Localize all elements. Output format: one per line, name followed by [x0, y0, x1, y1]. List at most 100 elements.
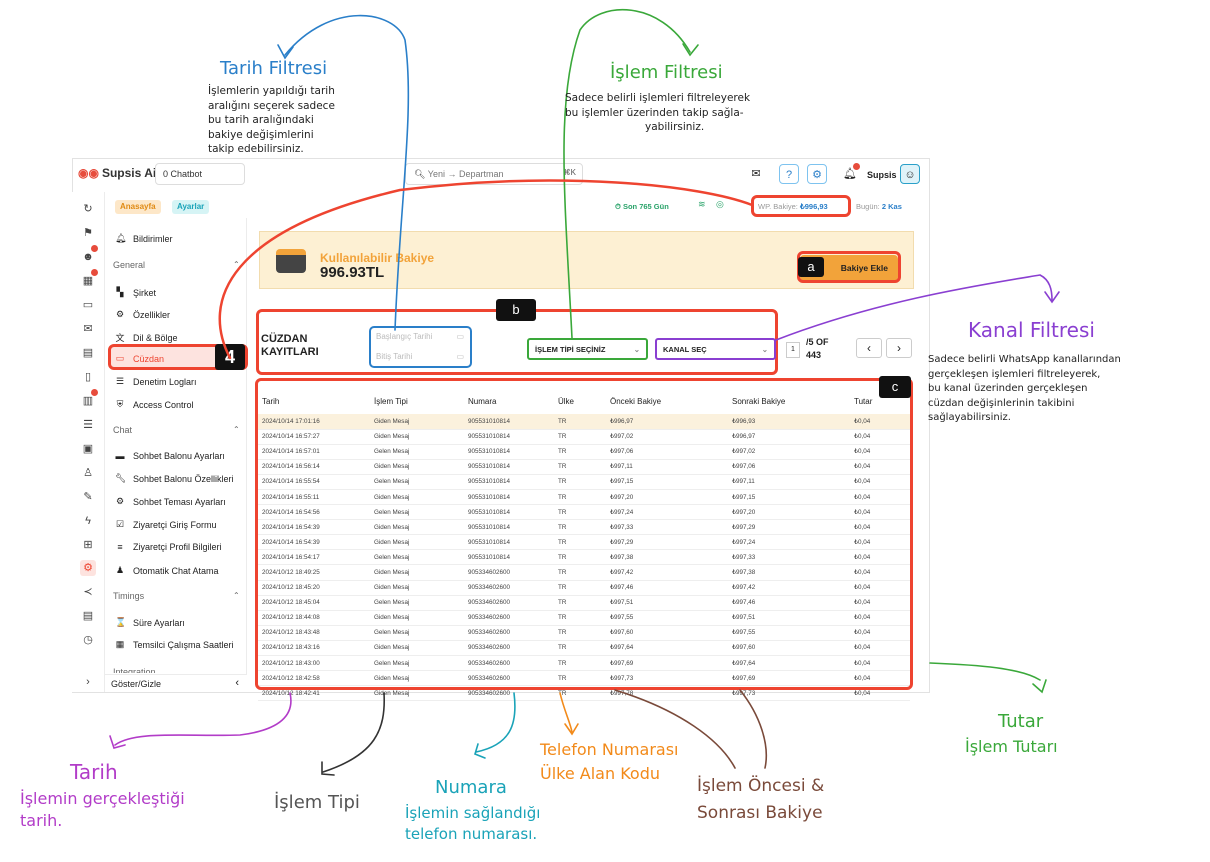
menu-item-chat-bubble-settings[interactable]: ▬Sohbet Balonu Ayarları [115, 451, 225, 461]
storage-icon[interactable]: ▤ [82, 610, 94, 622]
annotation-amount-title: Tutar [998, 711, 1044, 732]
settings-icon[interactable]: ⚙ [807, 164, 827, 184]
menu-item-wallet-active[interactable] [109, 346, 243, 367]
menu-header-general[interactable]: General [113, 260, 146, 270]
menu-item-access-control[interactable]: ⛨Access Control [116, 399, 194, 410]
arrow-country [559, 692, 573, 733]
table-cell: 905531010814 [464, 489, 554, 506]
clock-icon[interactable]: ◷ [83, 634, 93, 646]
today-indicator: Bugün: 2 Kas [856, 202, 902, 211]
menu-item-visitor-profile[interactable]: ≡Ziyaretçi Profil Bilgileri [115, 542, 221, 552]
page-input[interactable]: 1 [786, 342, 800, 358]
edit-icon[interactable]: ✎ [83, 491, 93, 503]
card-icon[interactable]: ▭ [82, 299, 94, 311]
notifications-icon[interactable]: 🔔︎ [843, 168, 857, 180]
table-cell: ₺997,33 [728, 549, 850, 566]
chevron-up-icon[interactable]: ⌃ [233, 260, 240, 269]
table-cell: ₺997,60 [606, 625, 728, 641]
report-icon[interactable]: ▥ [82, 395, 94, 407]
arrowhead-country [564, 723, 579, 736]
annotation-number-title: Numara [435, 777, 507, 798]
table-cell: ₺0,04 [850, 549, 910, 566]
grid-icon[interactable]: ▦ [82, 275, 94, 287]
menu-item-notifications[interactable]: 🔔︎Bildirimler [115, 233, 173, 244]
marker-a: a [798, 257, 824, 277]
table-cell: ₺0,04 [850, 595, 910, 611]
expand-icon[interactable]: › [86, 676, 90, 688]
table-cell: Gelen Mesaj [370, 595, 464, 611]
menu-item-duration[interactable]: ⌛Süre Ayarları [115, 617, 185, 628]
arrow-channel-filter [775, 274, 1053, 341]
menu-header-timings[interactable]: Timings [113, 591, 145, 601]
menu-header-integration[interactable]: Integration [113, 667, 156, 673]
users-icon[interactable]: ☻ [82, 251, 94, 263]
toggle-sidebar[interactable]: Göster/Gizle‹ [105, 674, 247, 692]
checkbox-icon: ☑ [115, 519, 125, 529]
prev-page-button[interactable]: ‹ [856, 338, 882, 358]
inbox-icon[interactable]: ✉ [83, 323, 93, 335]
table-cell: ₺997,64 [728, 655, 850, 672]
archive-icon[interactable]: ▣ [82, 443, 94, 455]
table-cell: Giden Mesaj [370, 489, 464, 506]
table-cell: 2024/10/12 18:44:08 [258, 610, 370, 626]
menu-item-company[interactable]: ▚Şirket [116, 287, 157, 298]
app-logo[interactable]: ◉◉Supsis Ai [78, 166, 157, 180]
table-cell: Gelen Mesaj [370, 444, 464, 460]
document-icon[interactable]: ▯ [84, 371, 92, 383]
menu-item-agent-hours[interactable]: ▦Temsilci Çalışma Saatleri [115, 639, 234, 650]
calendar-icon[interactable]: ▤ [82, 347, 94, 359]
breadcrumb-home[interactable]: Anasayfa [115, 200, 161, 214]
refresh-icon[interactable]: ↻ [83, 203, 93, 215]
date-range-box [369, 326, 472, 368]
help-icon[interactable]: ? [779, 164, 799, 184]
channel-select[interactable]: KANAL SEÇ⌄ [655, 338, 776, 360]
menu-item-wallet[interactable]: ▭Cüzdan [115, 353, 165, 364]
chevron-up-icon[interactable]: ⌃ [233, 425, 240, 434]
col-header-prev-balance: Önceki Bakiye [610, 396, 662, 406]
table-cell: Gelen Mesaj [370, 474, 464, 490]
table-cell: ₺997,15 [728, 489, 850, 506]
user-name[interactable]: Supsis [867, 170, 897, 180]
arrow-type-filter [563, 8, 691, 339]
start-date-input[interactable]: Başlangıç Tarihi▭ [376, 332, 464, 341]
table-cell: ₺0,04 [850, 670, 910, 687]
menu-item-visitor-form[interactable]: ☑Ziyaretçi Giriş Formu [115, 519, 217, 530]
search-icon: 🔍︎ [414, 169, 426, 179]
transaction-type-select[interactable]: İŞLEM TİPİ SEÇİNİZ⌄ [527, 338, 648, 360]
end-date-input[interactable]: Bitiş Tarihi▭ [376, 352, 464, 361]
person-icon[interactable]: ♙ [83, 467, 93, 479]
person-icon: ♟ [115, 565, 125, 575]
breadcrumb-settings[interactable]: Ayarlar [172, 200, 210, 214]
settings-active-icon[interactable]: ⚙ [80, 560, 96, 576]
next-page-button[interactable]: › [886, 338, 912, 358]
menu-item-chat-theme[interactable]: ⚙Sohbet Teması Ayarları [115, 496, 226, 507]
chevron-up-icon[interactable]: ⌃ [233, 591, 240, 600]
menu-item-auto-assign[interactable]: ♟Otomatik Chat Atama [115, 565, 219, 576]
list-icon[interactable]: ☰ [83, 419, 93, 431]
menu-header-chat[interactable]: Chat [113, 425, 133, 435]
mail-icon[interactable]: ✉ [751, 168, 761, 180]
flag-icon[interactable]: ⚑ [83, 227, 93, 239]
table-cell: 2024/10/14 16:57:27 [258, 429, 370, 445]
table-cell: TR [554, 670, 606, 687]
chatbot-selector[interactable]: 0 Chatbot [155, 163, 245, 185]
wp-balance[interactable]: WP. Bakiye: ₺996,93 [758, 202, 828, 211]
arrowhead-number [474, 743, 486, 759]
days-left-badge: ⏱ Son 765 Gün [615, 202, 669, 211]
bolt-icon[interactable]: ϟ [85, 515, 91, 527]
table-cell: ₺997,29 [606, 534, 728, 551]
menu-item-features[interactable]: ⚙Özellikler [115, 309, 171, 320]
table-cell: ₺997,02 [728, 444, 850, 460]
user-avatar[interactable]: ☺ [900, 164, 920, 184]
share-icon[interactable]: ≺ [83, 586, 93, 598]
table-cell: TR [554, 655, 606, 672]
col-header-number: Numara [468, 396, 497, 406]
apps-icon[interactable]: ⊞ [83, 539, 93, 551]
table-cell: ₺0,04 [850, 580, 910, 596]
menu-item-chat-bubble-features[interactable]: 🔧︎Sohbet Balonu Özellikleri [115, 473, 234, 484]
menu-item-audit-logs[interactable]: ☰Denetim Logları [115, 376, 197, 387]
table-cell: ₺997,60 [728, 640, 850, 657]
